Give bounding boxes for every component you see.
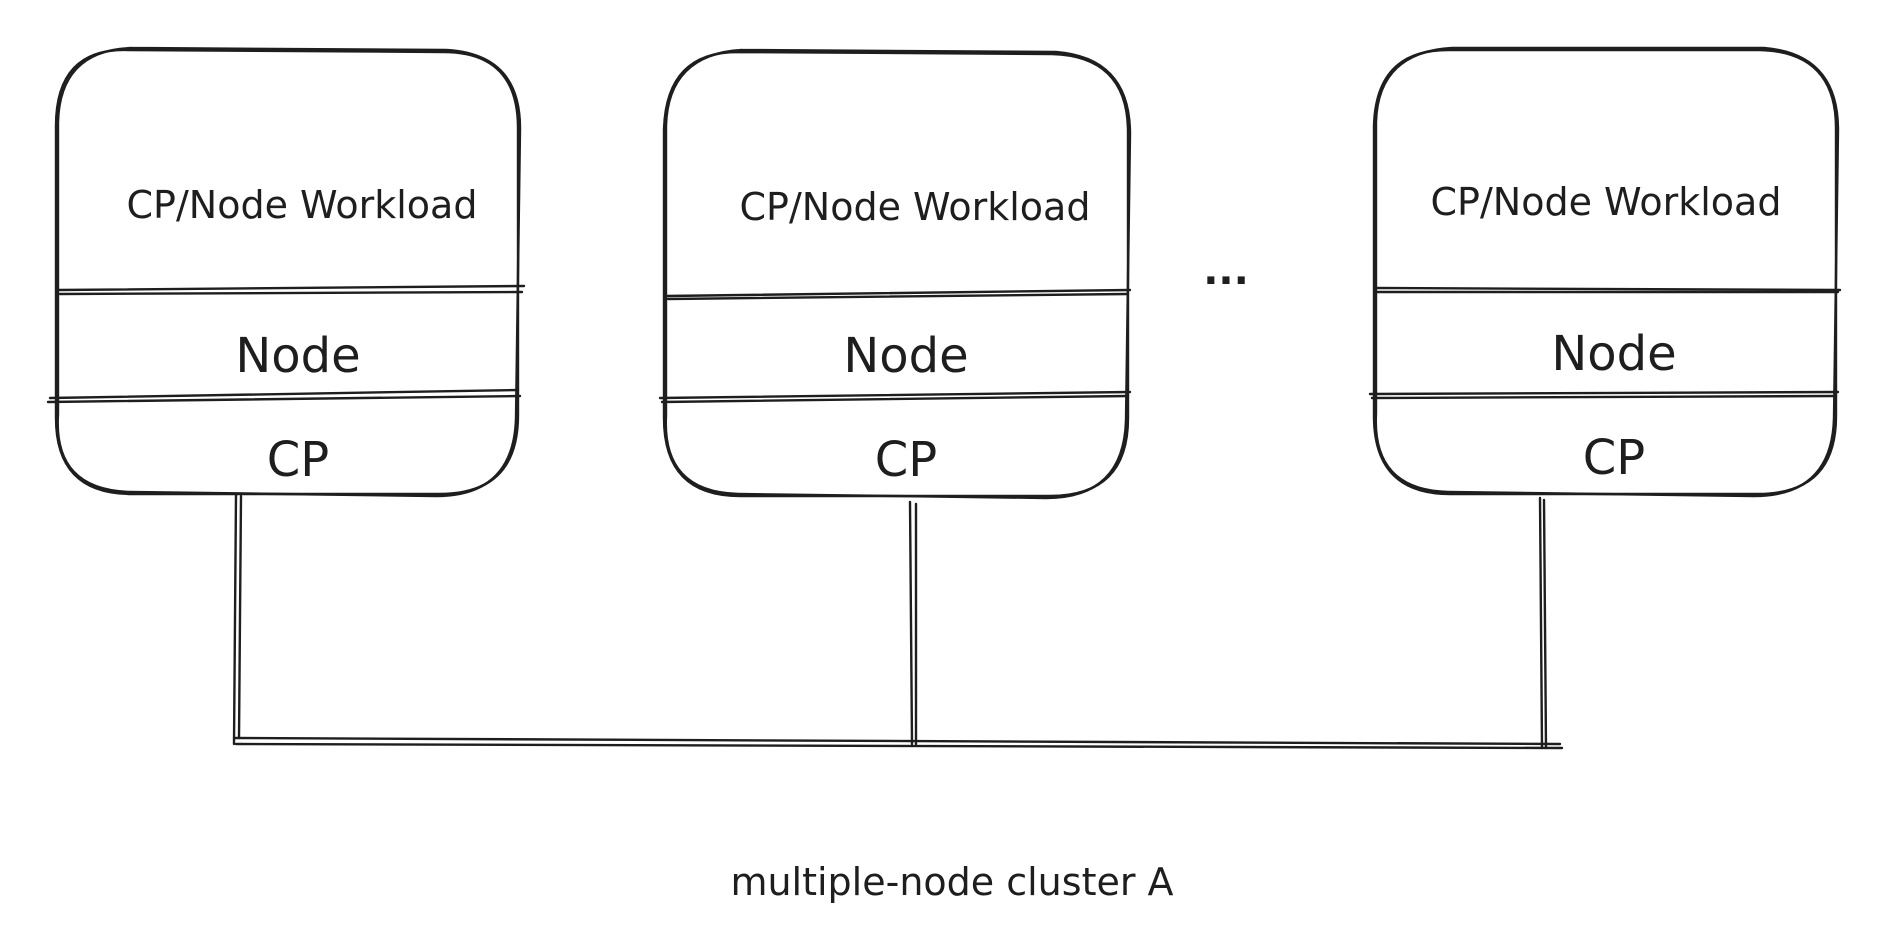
- node-box-2-divider-top: [664, 288, 1132, 298]
- node-box-2-workload-label: CP/Node Workload: [740, 185, 1091, 229]
- ellipsis: ...: [1203, 248, 1249, 294]
- node-box-1-divider-top-trace: [58, 290, 524, 296]
- diagram-caption: multiple-node cluster A: [730, 860, 1173, 904]
- node-box-1-divider-top: [56, 284, 526, 292]
- node-box-3: CP/Node Workload Node CP: [1368, 46, 1842, 498]
- node-box-2-cp-label: CP: [875, 432, 937, 488]
- connector-bus-horizontal-trace: [234, 742, 1564, 750]
- node-box-2-node-label: Node: [843, 328, 968, 384]
- node-box-1-cp-label: CP: [267, 432, 329, 488]
- node-box-1: CP/Node Workload Node CP: [46, 46, 526, 498]
- node-box-2-outline-trace: [664, 48, 1132, 500]
- connector-2-vertical: [908, 500, 914, 746]
- connector-3-vertical-trace: [1542, 498, 1548, 750]
- node-box-1-outline-trace: [56, 46, 522, 498]
- node-box-2: CP/Node Workload Node CP: [658, 48, 1132, 500]
- node-box-1-workload-label: CP/Node Workload: [127, 183, 478, 227]
- node-box-3-node-label: Node: [1551, 326, 1676, 382]
- node-box-3-workload-label: CP/Node Workload: [1431, 180, 1782, 224]
- node-box-2-divider-bottom-trace: [660, 394, 1130, 404]
- connector-1-vertical-trace: [237, 494, 243, 740]
- connector-3-vertical: [1538, 496, 1544, 750]
- node-box-2-divider-top-trace: [666, 292, 1130, 301]
- node-box-2-divider-bottom: [658, 390, 1132, 400]
- node-box-1-divider-bottom-trace: [46, 394, 522, 404]
- node-box-3-divider-top: [1372, 286, 1842, 292]
- node-box-1-outline: [54, 48, 520, 496]
- connector-bus-horizontal: [232, 736, 1562, 746]
- node-box-2-outline: [662, 50, 1130, 498]
- node-box-3-cp-label: CP: [1583, 430, 1645, 486]
- node-box-1-divider-bottom: [48, 388, 520, 400]
- node-box-3-outline: [1372, 48, 1838, 496]
- node-box-3-outline-trace: [1374, 46, 1840, 498]
- connector-bus: [232, 492, 1564, 750]
- node-box-1-node-label: Node: [235, 328, 360, 384]
- node-box-3-divider-bottom-trace: [1370, 394, 1838, 400]
- connector-1-vertical: [232, 492, 238, 746]
- node-box-3-divider-bottom: [1368, 390, 1840, 396]
